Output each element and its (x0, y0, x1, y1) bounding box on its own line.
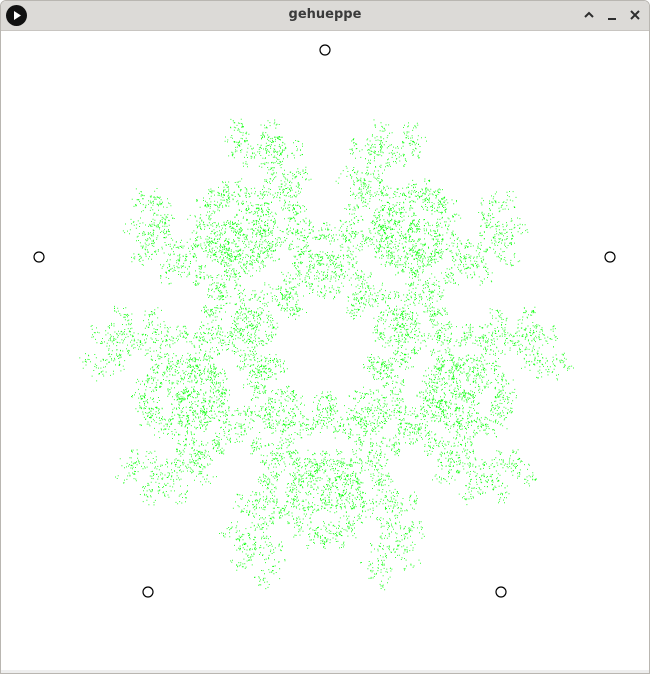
maximize-button[interactable] (581, 7, 597, 23)
close-button[interactable] (627, 7, 643, 23)
close-icon (630, 10, 640, 20)
vertex-marker[interactable] (142, 586, 154, 598)
vertex-marker[interactable] (604, 251, 616, 263)
title-bar[interactable]: gehueppe (1, 1, 649, 31)
chaos-game-canvas (33, 44, 616, 598)
vertex-marker[interactable] (319, 44, 331, 56)
play-icon[interactable] (6, 5, 27, 26)
window-title: gehueppe (288, 7, 362, 22)
vertex-marker[interactable] (495, 586, 507, 598)
vertex-marker[interactable] (33, 251, 45, 263)
fractal-points (79, 118, 574, 591)
chevron-up-icon (584, 11, 594, 18)
minimize-button[interactable] (604, 7, 620, 23)
drawing-area[interactable] (1, 31, 649, 673)
minimize-icon (608, 18, 616, 20)
window-bottom-edge (1, 670, 649, 673)
